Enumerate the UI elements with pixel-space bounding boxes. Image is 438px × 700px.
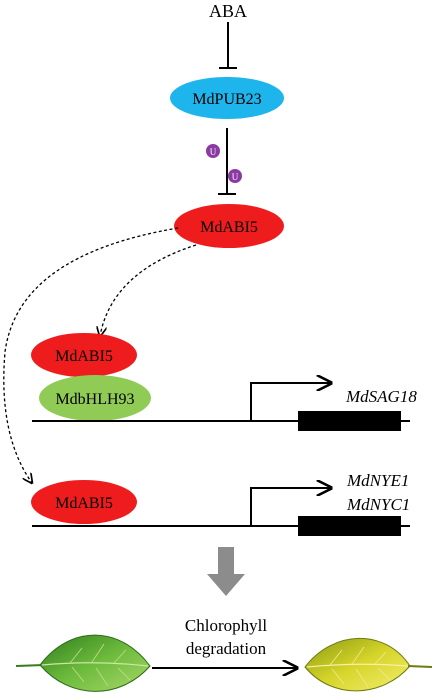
ubiquitin-icon: U bbox=[206, 144, 220, 158]
green-leaf-icon bbox=[15, 634, 151, 692]
process-label-line2: degradation bbox=[186, 639, 267, 658]
mdpub23-node bbox=[170, 77, 284, 119]
svg-text:U: U bbox=[210, 147, 217, 157]
sag18-transcription-start-arrow bbox=[250, 383, 331, 421]
aba-label: ABA bbox=[209, 1, 247, 21]
mdabi5-bottom-node bbox=[31, 480, 137, 524]
process-label-line1: Chlorophyll bbox=[185, 616, 267, 635]
mdabi5-bottom-label: MdABI5 bbox=[55, 495, 113, 512]
mdbhlh93-node bbox=[39, 375, 151, 421]
mdpub23-label: MdPUB23 bbox=[192, 91, 261, 108]
mdabi5-top-label: MdABI5 bbox=[200, 219, 258, 236]
yellow-leaf-icon bbox=[304, 637, 433, 692]
nye1-gene-box bbox=[298, 516, 401, 536]
mdabi5-mid-node bbox=[31, 333, 137, 377]
svg-text:U: U bbox=[232, 172, 239, 182]
ubiquitin-icon: U bbox=[228, 169, 242, 183]
nye1-gene-label: MdNYE1 bbox=[346, 471, 409, 490]
gray-down-arrow bbox=[207, 547, 245, 596]
mdabi5-top-node bbox=[174, 204, 284, 248]
nyc1-gene-label: MdNYC1 bbox=[346, 495, 410, 514]
dashed-arrow-to-nye1-complex bbox=[3, 227, 179, 483]
sag18-gene-box bbox=[298, 411, 401, 431]
mdbhlh93-label: MdbHLH93 bbox=[55, 391, 134, 408]
sag18-gene-label: MdSAG18 bbox=[345, 387, 417, 406]
dashed-arrow-to-sag18-complex bbox=[100, 244, 197, 336]
mdabi5-mid-label: MdABI5 bbox=[55, 348, 113, 365]
nye1-transcription-start-arrow bbox=[250, 488, 331, 526]
